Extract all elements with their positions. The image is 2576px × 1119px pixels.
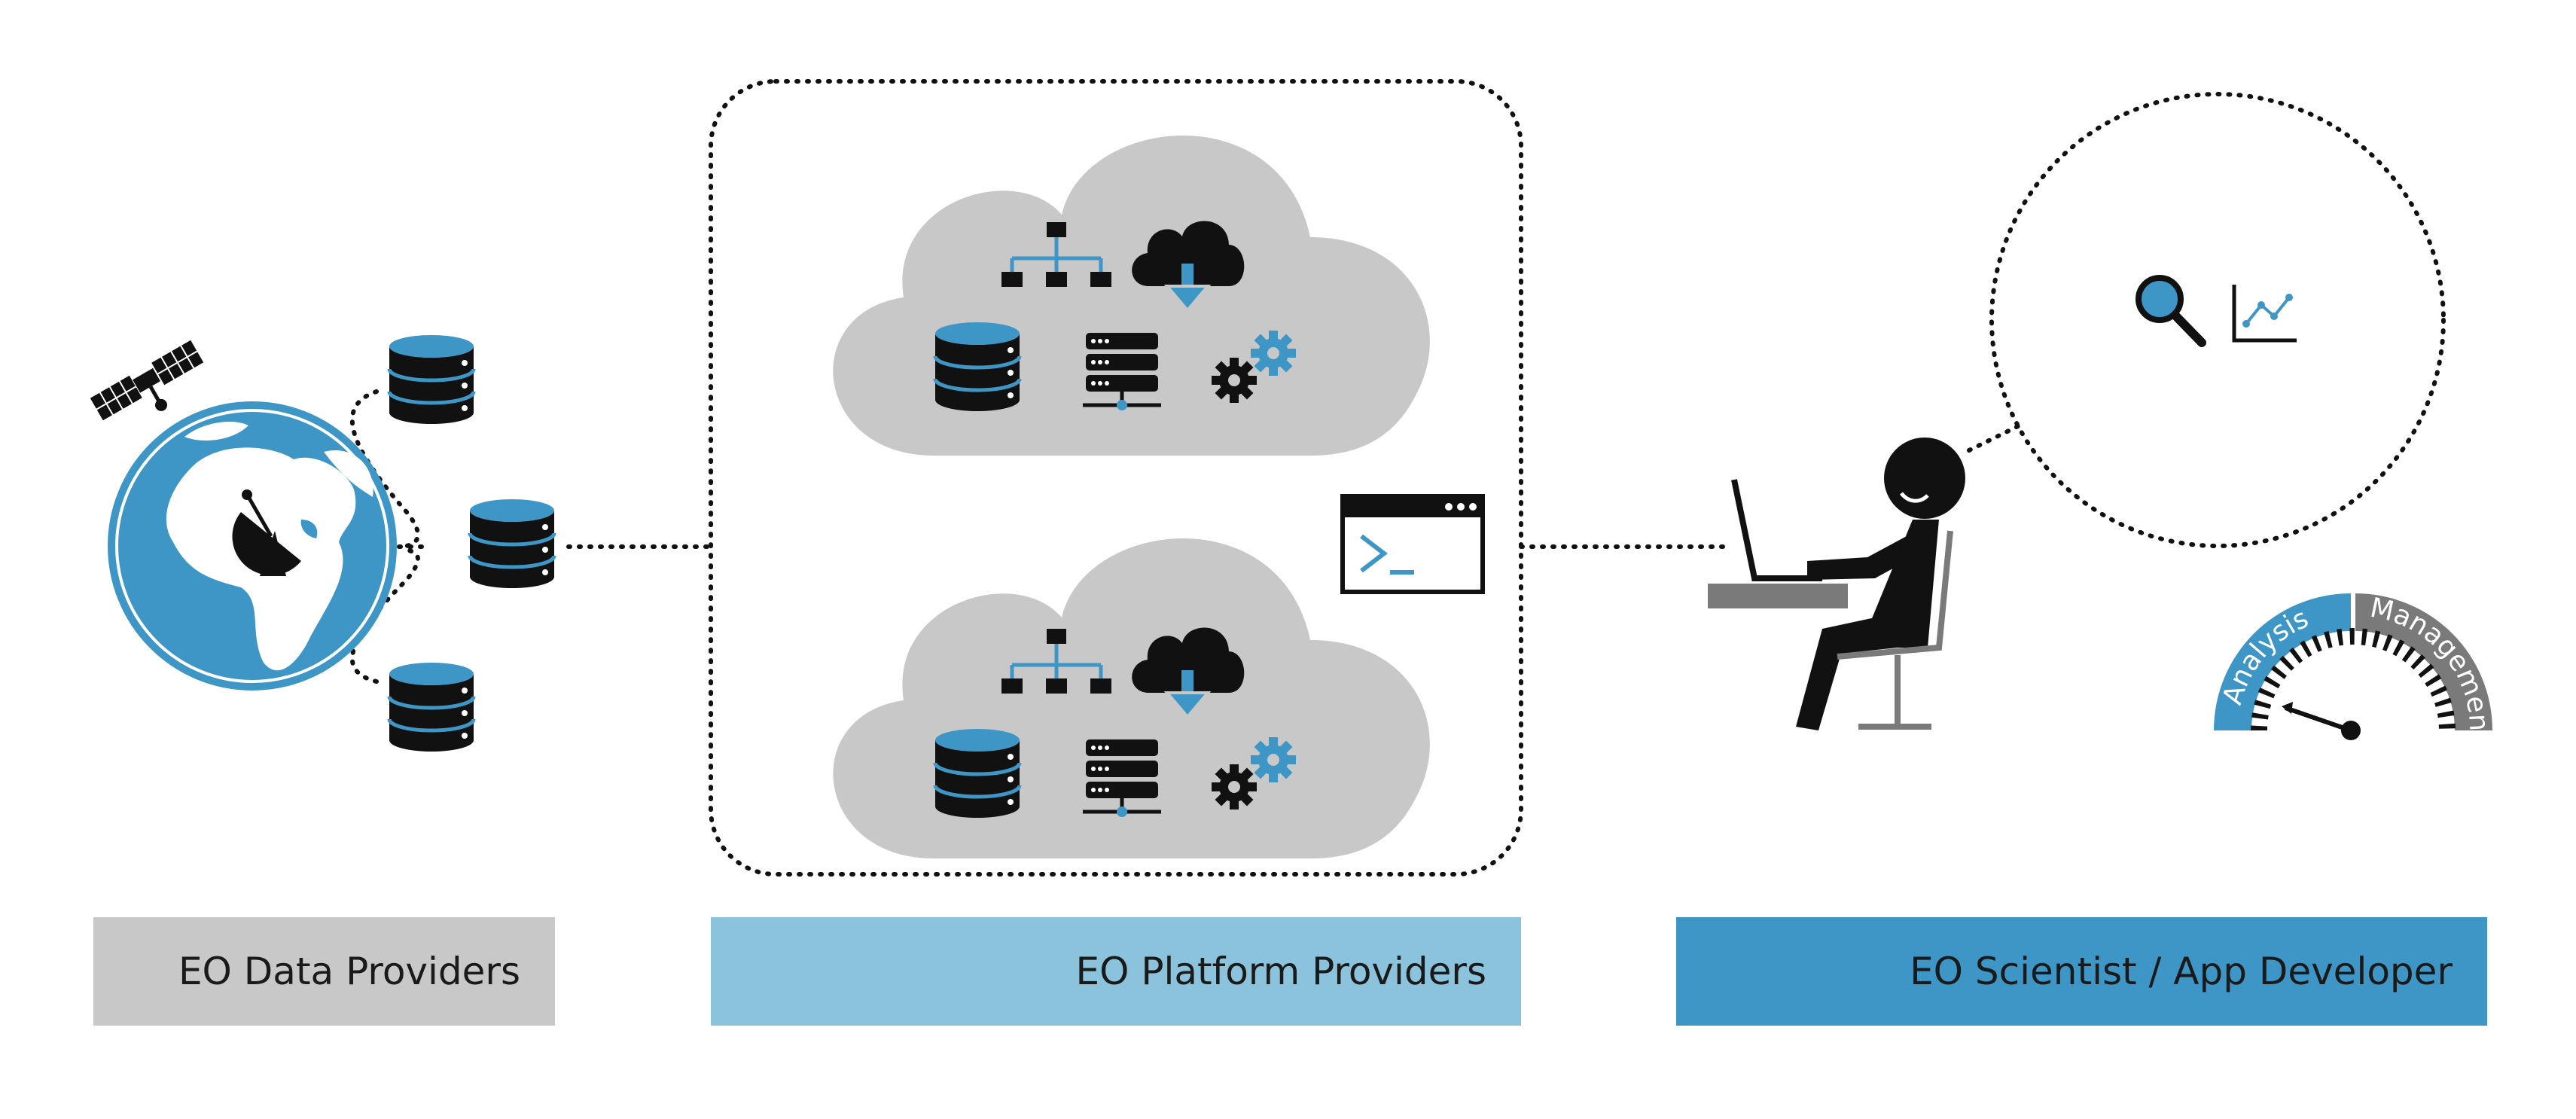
cloud-icon xyxy=(833,136,1430,456)
database-icon xyxy=(389,663,474,752)
label-text: EO Platform Providers xyxy=(1075,950,1486,993)
platform-boundary xyxy=(709,79,1523,877)
label-eo-platform-providers: EO Platform Providers xyxy=(711,917,1521,1026)
label-eo-data-providers: EO Data Providers xyxy=(93,917,555,1026)
magnifier-icon xyxy=(2135,275,2206,347)
person-at-laptop-icon xyxy=(1708,438,1965,730)
database-icon xyxy=(470,499,554,588)
platform-providers-group xyxy=(709,79,1734,877)
connector-top xyxy=(349,389,420,548)
line-chart-icon xyxy=(2232,285,2297,343)
database-icon xyxy=(389,335,474,424)
globe-icon xyxy=(108,401,397,691)
satellite-icon xyxy=(88,338,206,422)
data-providers-group xyxy=(88,335,714,752)
terminal-icon xyxy=(1340,494,1485,594)
database-icon xyxy=(935,322,1020,411)
label-text: EO Scientist / App Developer xyxy=(1910,950,2453,993)
thought-bubble xyxy=(1989,92,2446,548)
thought-connector xyxy=(1967,423,2022,453)
connector-bottom xyxy=(350,547,420,684)
satellite-dish-icon xyxy=(232,489,301,576)
label-text: EO Data Providers xyxy=(178,950,520,993)
label-eo-scientist: EO Scientist / App Developer xyxy=(1676,917,2487,1026)
database-icon xyxy=(935,729,1020,818)
